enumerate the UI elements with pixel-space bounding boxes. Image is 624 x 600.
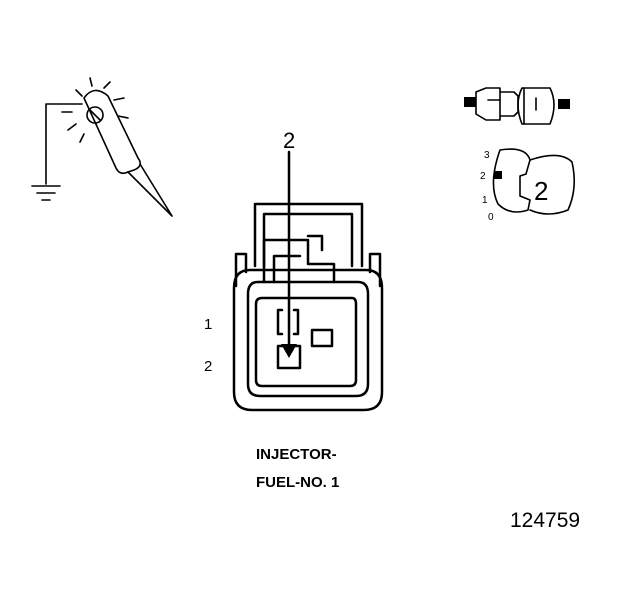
callout-pin-label: 2 (283, 128, 295, 153)
position-label-3: 3 (484, 150, 490, 161)
figure-number: 124759 (510, 509, 580, 532)
connector-face (232, 202, 384, 412)
terminal-badge: 2 (534, 176, 548, 206)
pin-2-callout-arrow (281, 150, 297, 358)
pin-label-2: 2 (204, 358, 212, 375)
position-label-2: 2 (480, 171, 486, 182)
position-label-0: 0 (488, 212, 494, 223)
connector-pair-icon (464, 87, 570, 125)
ground-symbol-icon (31, 185, 61, 201)
terminal-view-icon: 3 2 1 0 2 (480, 148, 576, 223)
title-line-1: INJECTOR- (256, 446, 337, 463)
title-line-2: FUEL-NO. 1 (256, 474, 339, 491)
probe-icon (31, 77, 173, 217)
pin-label-1: 1 (204, 316, 212, 333)
position-label-1: 1 (482, 195, 488, 206)
